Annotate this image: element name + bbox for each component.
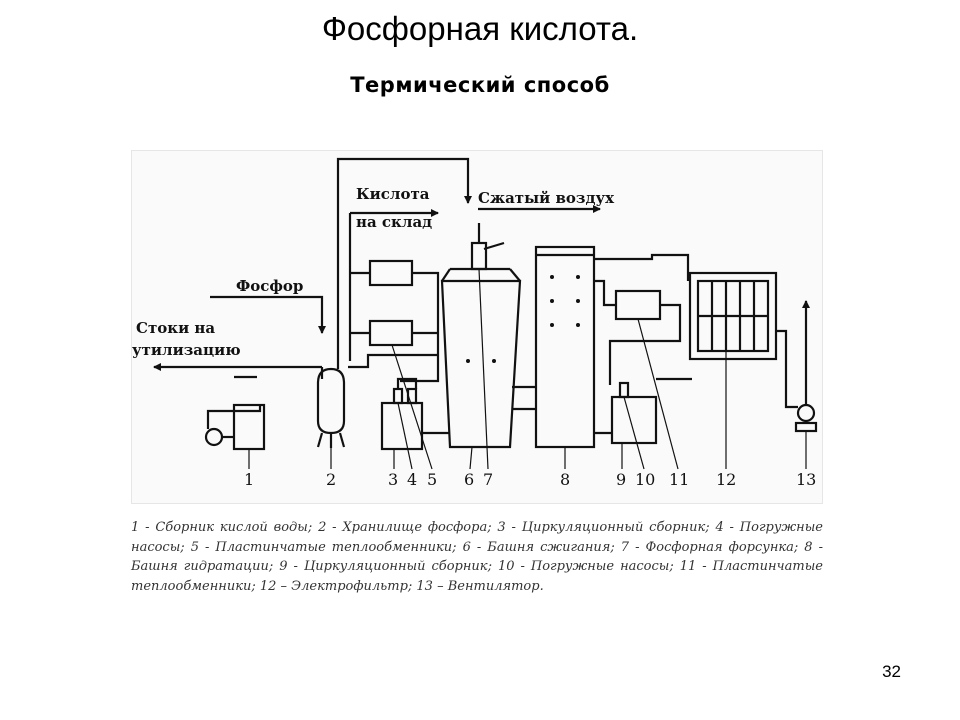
label-num-13: 13 — [796, 470, 816, 489]
label-num-12: 12 — [716, 470, 736, 489]
slide-title: Фосфорная кислота. — [321, 10, 639, 47]
heat-exchanger-5b — [368, 319, 414, 347]
label-num-9: 9 — [616, 470, 626, 489]
label-num-6: 6 — [464, 470, 474, 489]
label-num-1: 1 — [244, 470, 254, 489]
page-number: 32 — [882, 662, 901, 681]
label-num-10: 10 — [635, 470, 655, 489]
label-phosphorus: Фосфор — [236, 277, 303, 295]
label-num-4: 4 — [407, 470, 417, 489]
phosphorus-storage — [316, 367, 346, 435]
spray-marks — [466, 275, 580, 363]
phosphorus-feed — [210, 295, 326, 334]
slide-subtitle: Термический способ — [350, 73, 610, 97]
process-flow-svg: Кислота на склад Сжатый воздух Фосфор Ст… — [132, 157, 818, 489]
submersible-pumps-4 — [392, 387, 404, 405]
circulation-collector-3 — [380, 401, 424, 451]
submersible-pumps-10 — [618, 381, 630, 399]
electrostatic-precipitator — [688, 271, 778, 361]
label-drain-line1: Стоки на — [136, 319, 215, 337]
label-num-11: 11 — [669, 470, 689, 489]
combustion-tower — [440, 279, 522, 449]
hydration-tower — [534, 245, 596, 449]
heat-exchanger-5a — [368, 259, 414, 287]
label-num-2: 2 — [326, 470, 336, 489]
heat-exchanger-11 — [614, 289, 662, 321]
diagram-legend: 1 - Сборник кислой воды; 2 - Хранилище ф… — [131, 520, 823, 594]
label-num-5: 5 — [427, 470, 437, 489]
label-num-8: 8 — [560, 470, 570, 489]
label-num-7: 7 — [483, 470, 493, 489]
label-compressed-air: Сжатый воздух — [478, 189, 615, 207]
label-drain-line2: утилизацию — [132, 341, 241, 359]
pump-1 — [204, 427, 224, 447]
fan — [796, 403, 816, 423]
label-num-3: 3 — [388, 470, 398, 489]
label-acid-line2: на склад — [356, 213, 432, 231]
circulation-collector-9 — [610, 395, 658, 445]
phosphorus-nozzle — [470, 241, 488, 271]
process-diagram: Кислота на склад Сжатый воздух Фосфор Ст… — [131, 150, 823, 504]
label-acid-line1: Кислота — [356, 185, 430, 203]
